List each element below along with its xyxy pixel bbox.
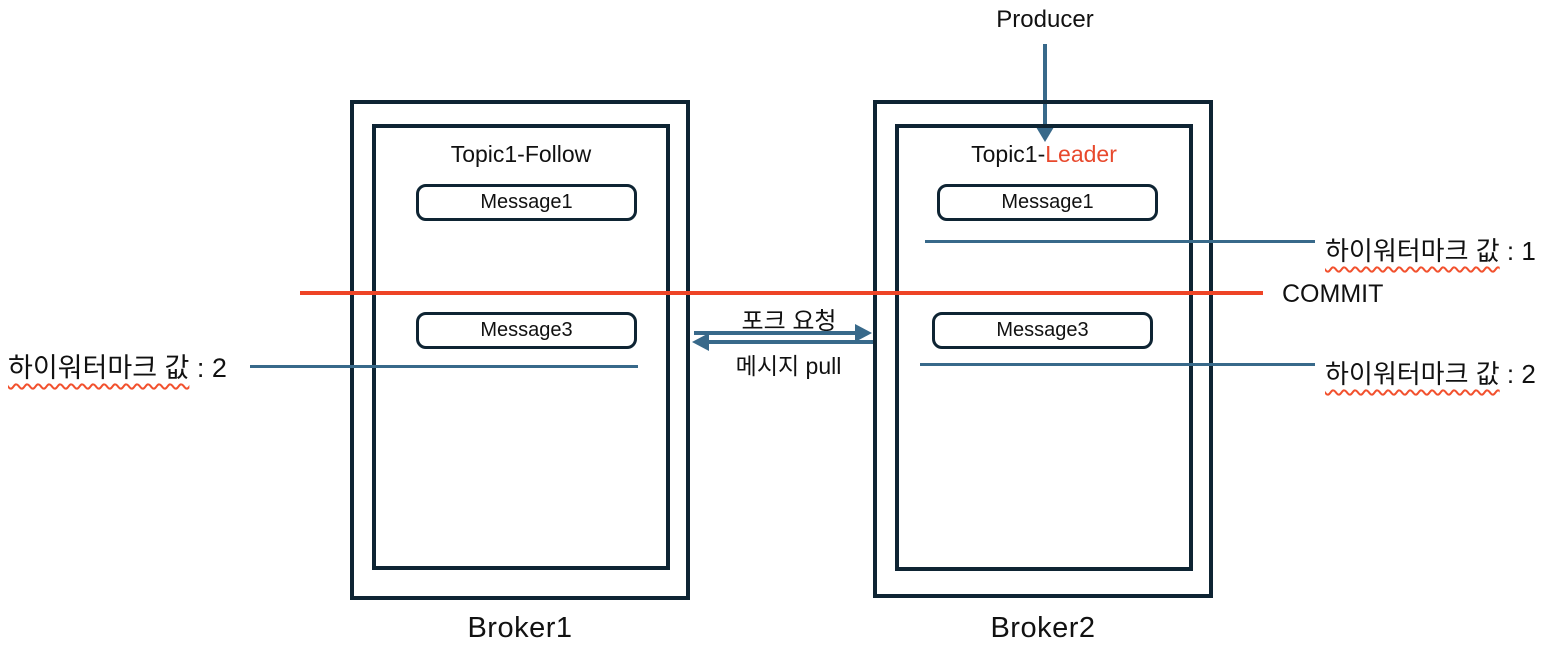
- broker1-topic-title: Topic1-Follow: [450, 141, 592, 167]
- watermark-label-left: 하이워터마크 값 : 2: [8, 346, 227, 385]
- broker2-topic-title-prefix: Topic1-: [971, 141, 1046, 167]
- broker2-message1-box: Message1: [937, 184, 1158, 221]
- watermark-label-right-bottom-value: : 2: [1499, 359, 1536, 389]
- producer-arrow-down-icon: [1036, 127, 1054, 142]
- watermark-label-right-bottom-text: 하이워터마크 값: [1325, 359, 1500, 389]
- broker1-topic-box: [372, 124, 670, 570]
- broker2-box: [873, 100, 1213, 598]
- broker2-label: Broker2: [990, 612, 1096, 644]
- commit-line: [300, 291, 1263, 295]
- commit-label: COMMIT: [1282, 280, 1384, 308]
- watermark-label-right-bottom: 하이워터마크 값 : 2: [1325, 354, 1536, 391]
- broker2-topic-box: [895, 124, 1193, 571]
- watermark-line-left: [250, 365, 638, 368]
- watermark-label-left-text: 하이워터마크 값: [8, 353, 190, 383]
- message-pull-label: 메시지 pull: [735, 353, 842, 379]
- watermark-label-left-value: : 2: [189, 353, 227, 383]
- fetch-request-label: 포크 요청: [741, 308, 837, 335]
- watermark-line-right-bottom: [920, 363, 1315, 366]
- broker2-topic-title: Topic1-Leader: [895, 141, 1193, 168]
- broker2-message3-box: Message3: [932, 312, 1153, 349]
- broker1-message1-box: Message1: [416, 184, 637, 221]
- broker2-topic-title-leader: Leader: [1045, 141, 1117, 167]
- broker1-box: [350, 100, 690, 600]
- broker1-label: Broker1: [467, 612, 573, 644]
- message-pull-arrow-line: [709, 340, 873, 344]
- producer-label: Producer: [996, 6, 1094, 33]
- fetch-request-arrow-line: [694, 331, 857, 335]
- watermark-label-right-top-value: : 1: [1499, 236, 1536, 266]
- message-pull-arrow-left-icon: [692, 333, 709, 351]
- watermark-line-right-top: [925, 240, 1315, 243]
- watermark-label-right-top: 하이워터마크 값 : 1: [1325, 231, 1536, 268]
- fetch-request-arrow-right-icon: [855, 324, 872, 342]
- broker1-message3-box: Message3: [416, 312, 637, 349]
- producer-arrow-line: [1043, 44, 1047, 129]
- watermark-label-right-top-text: 하이워터마크 값: [1325, 236, 1500, 266]
